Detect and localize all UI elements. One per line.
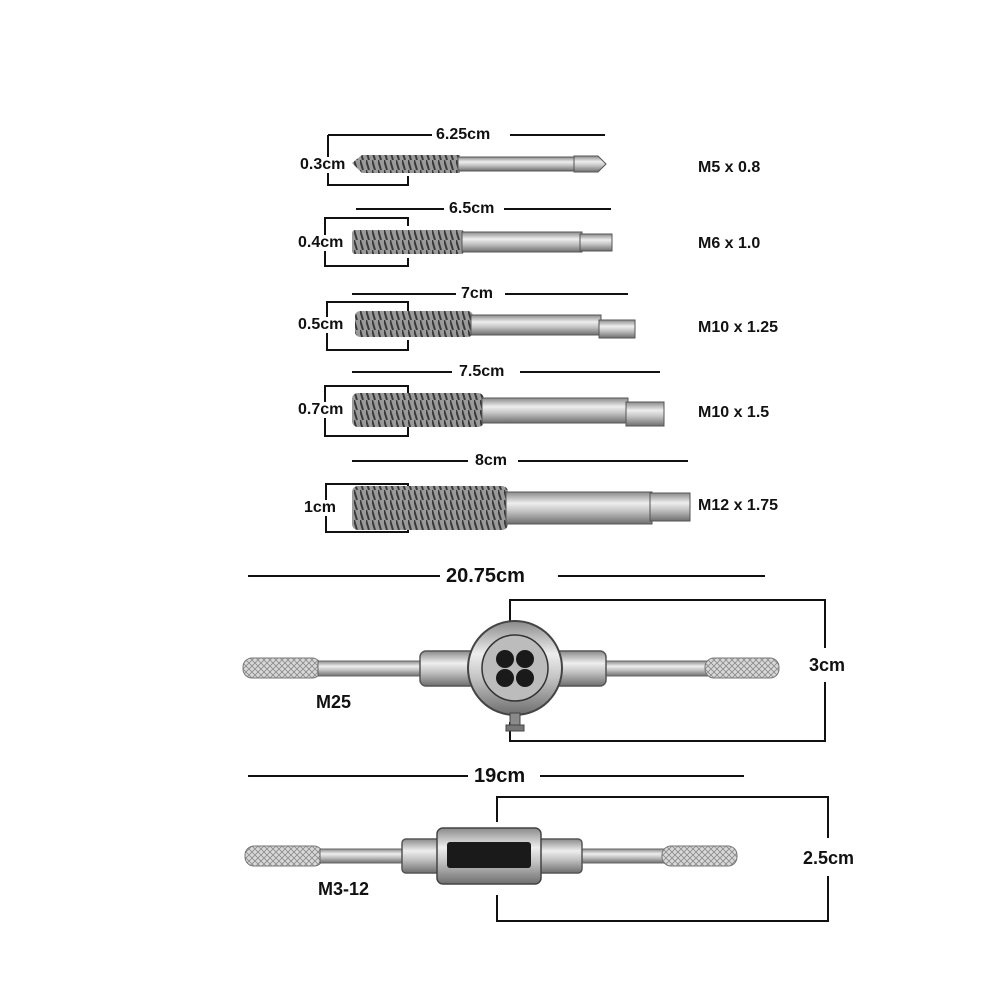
tap-4-size-label: M10 x 1.5 (698, 404, 770, 421)
die-cutting-holes (496, 650, 534, 687)
die-wrench-body (419, 620, 607, 732)
tap-wrench-right-handle (579, 845, 738, 867)
tap-3-diameter-label: 0.5cm (294, 317, 348, 333)
tap-wrench-length-label: 19cm (474, 765, 526, 787)
tap-3 (326, 293, 636, 351)
die-wrench-length-label: 20.75cm (446, 565, 525, 587)
tap-1-length-label: 6.25cm (436, 126, 491, 143)
tap-wrench-size-label: M3-12 (318, 879, 370, 899)
die-wrench (242, 575, 826, 742)
tap-3-size-label: M10 x 1.25 (698, 319, 779, 336)
die-wrench-left-handle (242, 657, 425, 679)
tap-1-size-label: M5 x 0.8 (698, 159, 761, 176)
tap-1-diameter-label: 0.3cm (296, 157, 350, 173)
tap-3-body (355, 311, 636, 339)
tap-5-size-label: M12 x 1.75 (698, 497, 779, 514)
tap-2 (324, 208, 613, 267)
tap-2-size-label: M6 x 1.0 (698, 235, 761, 252)
tap-4 (324, 371, 665, 437)
tap-5-length-label: 8cm (475, 452, 508, 469)
tap-4-length-label: 7.5cm (459, 363, 505, 380)
tap-5 (325, 460, 691, 533)
die-wrench-height-label: 3cm (805, 656, 850, 674)
tap-2-body (352, 230, 613, 254)
die-wrench-dimension-lines (248, 575, 826, 742)
tap-wrench-dimension-lines (248, 775, 829, 922)
tap-3-length-label: 7cm (461, 285, 494, 302)
die-wrench-right-handle (601, 657, 780, 679)
tap-4-body (352, 393, 665, 427)
tap-wrench-height-label: 2.5cm (799, 849, 859, 867)
tap-4-diameter-label: 0.7cm (294, 402, 348, 418)
tap-5-diameter-label: 1cm (300, 500, 341, 516)
tap-1-body (352, 155, 607, 173)
tap-2-length-label: 6.5cm (449, 200, 495, 217)
tap-2-diameter-label: 0.4cm (294, 235, 348, 251)
tap-wrench (244, 775, 829, 922)
tap-5-body (352, 486, 691, 530)
tap-wrench-body (401, 827, 583, 885)
tap-wrench-left-handle (244, 845, 405, 867)
die-wrench-size-label: M25 (316, 692, 352, 712)
